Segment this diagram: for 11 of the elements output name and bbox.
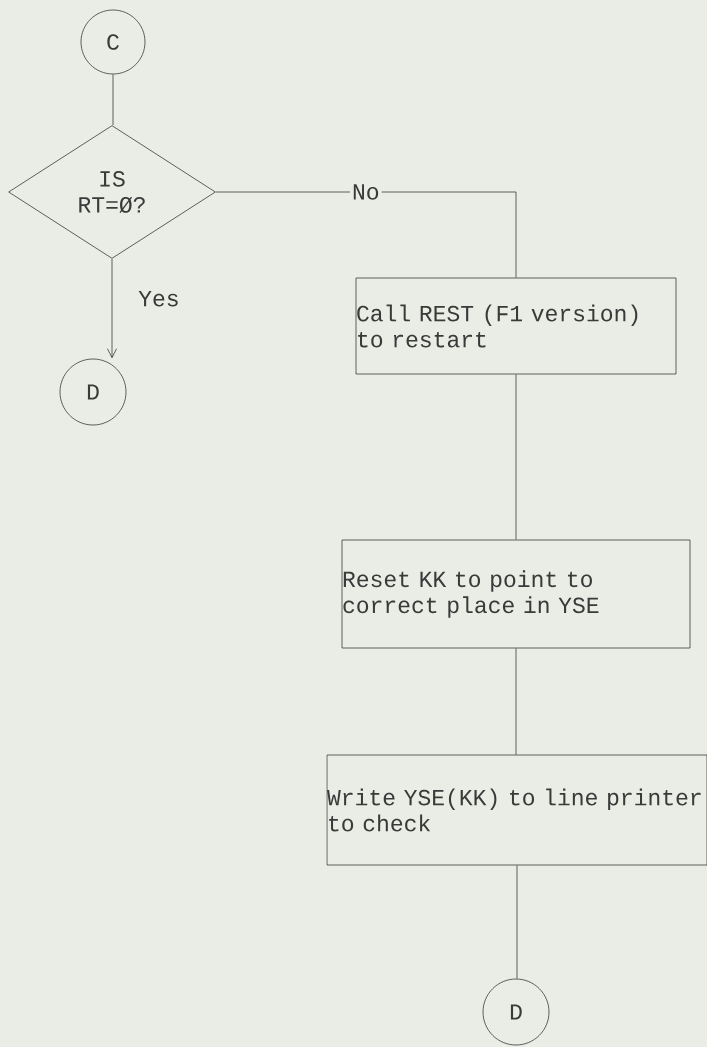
connector-line xyxy=(107,258,117,359)
process-box: Reset KK to point to correct place in YSE xyxy=(341,539,691,649)
connector-line xyxy=(516,865,518,979)
connector-line xyxy=(112,74,114,126)
connector-line xyxy=(215,191,517,278)
process-box: Call REST (F1 version) to restart xyxy=(355,277,677,375)
edge-label: No xyxy=(350,182,382,202)
edge-label: Yes xyxy=(138,291,178,307)
process-box: Write YSE(KK) to line printer to check xyxy=(326,754,707,866)
connector-line xyxy=(515,374,517,540)
connector-line xyxy=(515,648,517,755)
